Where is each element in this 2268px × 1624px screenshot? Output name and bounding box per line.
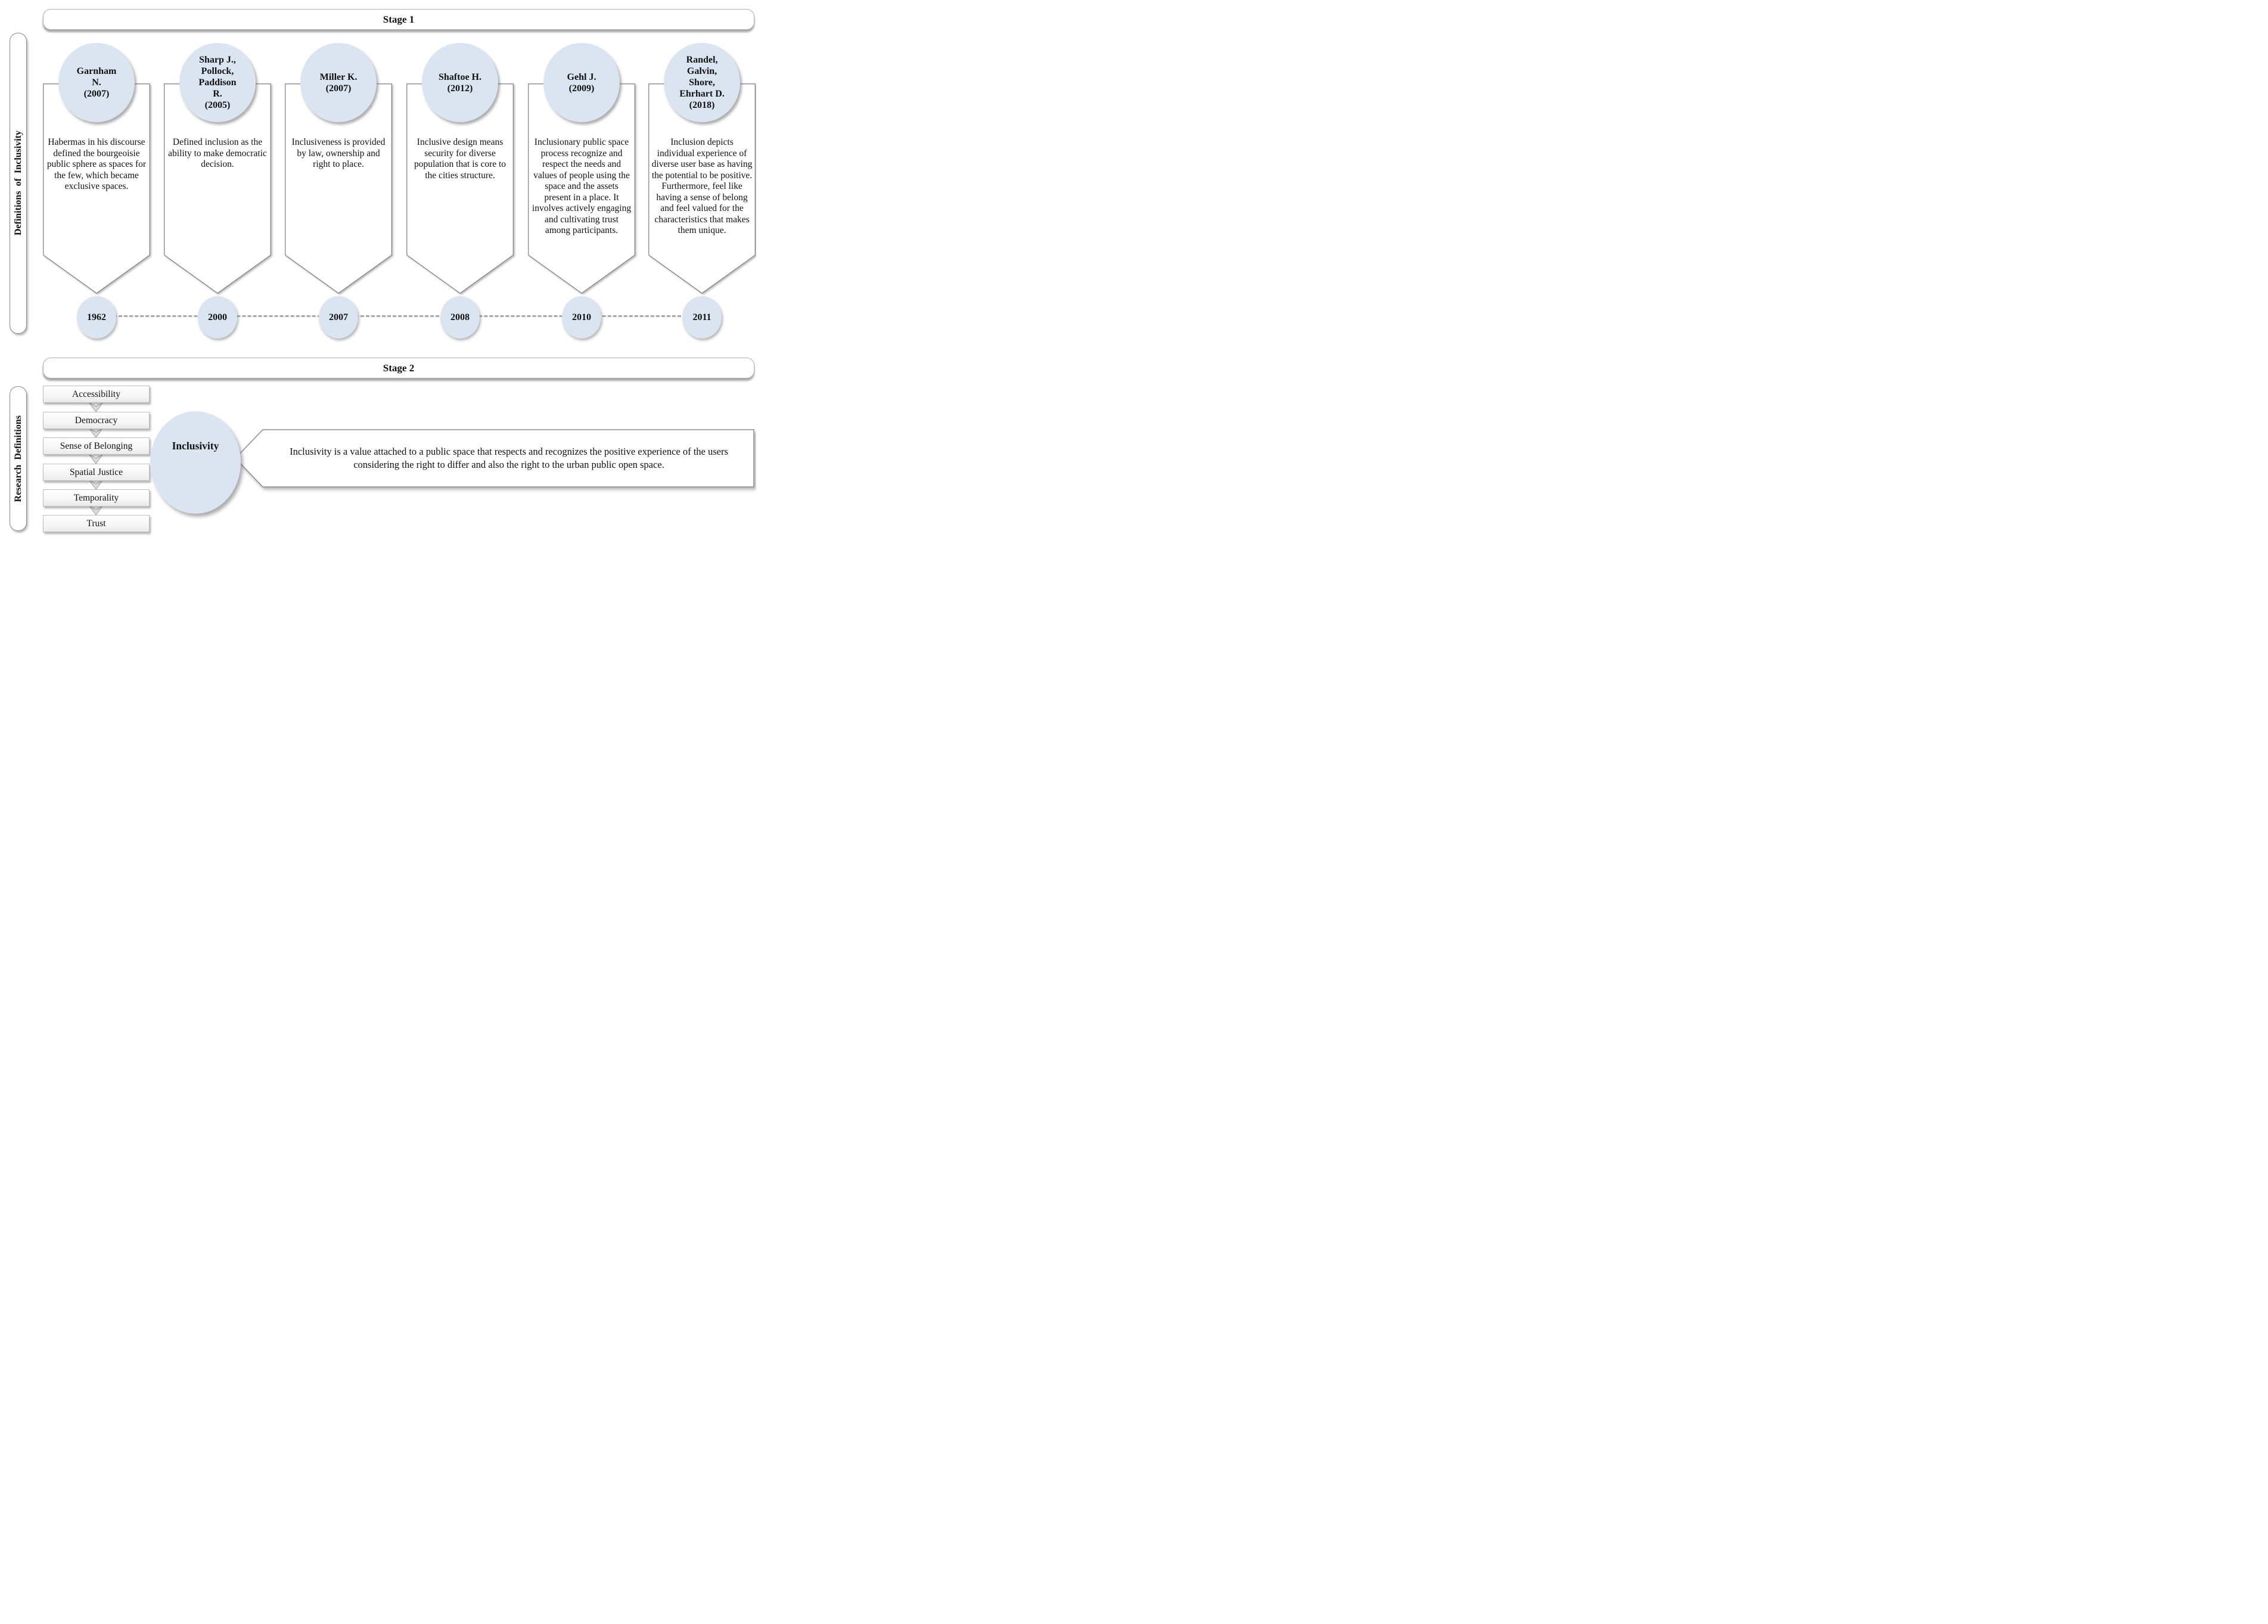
stage2-header: Stage 2 [43,358,754,378]
definition-text: Inclusion depicts individual experience … [651,137,753,235]
keyword-box-sense-of-belonging: Sense of Belonging [43,437,150,455]
year-marker: 2008 [440,296,480,339]
keyword-label: Sense of Belonging [60,440,133,451]
keyword-box-democracy: Democracy [43,412,150,429]
year-label: 1962 [87,312,106,322]
author-name: Gehl J. (2009) [567,72,596,94]
year-label: 2007 [329,312,348,322]
keyword-label: Accessibility [72,389,120,399]
chevron-down-icon [88,402,104,412]
author-name: Shaftoe H. (2012) [439,72,481,94]
stage1-header: Stage 1 [43,9,754,30]
stage1-side-label-text: Definitions of Inclusivity [13,131,23,236]
keyword-box-accessibility: Accessibility [43,386,150,403]
stage2-side-label-text: Research Definitions [13,415,23,502]
definition-text: Inclusionary public space process recogn… [532,137,632,235]
stage1-side-label: Definitions of Inclusivity [10,33,27,334]
author-name: Sharp J., Pollock, Paddison R. (2005) [198,55,237,110]
keyword-box-spatial-justice: Spatial Justice [43,464,150,481]
keyword-box-trust: Trust [43,515,150,532]
author-name: Randel, Galvin, Shore, Ehrhart D. (2018) [679,55,725,110]
timeline-dashed-connector [97,315,703,317]
chevron-down-icon [88,454,104,464]
inclusivity-definitions-diagram: Stage 1 Definitions of Inclusivity Garnh… [0,0,756,541]
stage2-header-label: Stage 2 [383,362,415,374]
concept-label: Inclusivity [172,440,219,452]
timeline-column: Randel, Galvin, Shore, Ehrhart D. (2018)… [648,42,756,340]
author-bubble: Shaftoe H. (2012) [422,43,498,122]
year-label: 2011 [692,312,712,322]
author-name: Miller K. (2007) [319,72,358,94]
definition-text: Inclusiveness is provided by law, owners… [291,137,386,169]
stage1-header-label: Stage 1 [383,13,415,25]
keyword-label: Temporality [73,492,119,503]
keyword-box-temporality: Temporality [43,489,150,507]
year-marker: 2010 [562,296,601,339]
year-marker: 2007 [319,296,358,339]
year-label: 2000 [208,312,227,322]
year-marker: 2000 [198,296,237,339]
stage2-side-label: Research Definitions [10,386,27,531]
inclusivity-concept-bubble: Inclusivity [150,411,241,514]
author-name: Garnham N. (2007) [76,66,117,99]
year-marker: 2011 [682,296,722,339]
author-bubble: Miller K. (2007) [300,43,377,122]
timeline-column: Miller K. (2007) Inclusiveness is provid… [285,42,392,340]
definition-text: Habermas in his discourse defined the bo… [46,137,147,191]
keyword-label: Democracy [74,415,118,426]
author-bubble: Gehl J. (2009) [543,43,620,122]
definition-text: Inclusive design means security for dive… [414,137,507,181]
timeline-column: Gehl J. (2009) Inclusionary public space… [528,42,635,340]
keyword-label: Spatial Justice [69,467,123,477]
definition-text: Defined inclusion as the ability to make… [168,137,267,169]
definition-callout-shape [234,429,754,487]
timeline-column: Garnham N. (2007) Habermas in his discou… [43,42,150,340]
author-bubble: Randel, Galvin, Shore, Ehrhart D. (2018) [664,43,740,122]
research-definition-text: Inclusivity is a value attached to a pub… [290,446,728,470]
year-label: 2008 [451,312,470,322]
timeline-column: Sharp J., Pollock, Paddison R. (2005) De… [164,42,271,340]
author-bubble: Garnham N. (2007) [58,43,135,122]
year-marker: 1962 [77,296,116,339]
year-label: 2010 [572,312,591,322]
timeline-column: Shaftoe H. (2012) Inclusive design means… [406,42,514,340]
keyword-label: Trust [86,518,106,529]
author-bubble: Sharp J., Pollock, Paddison R. (2005) [179,43,256,122]
